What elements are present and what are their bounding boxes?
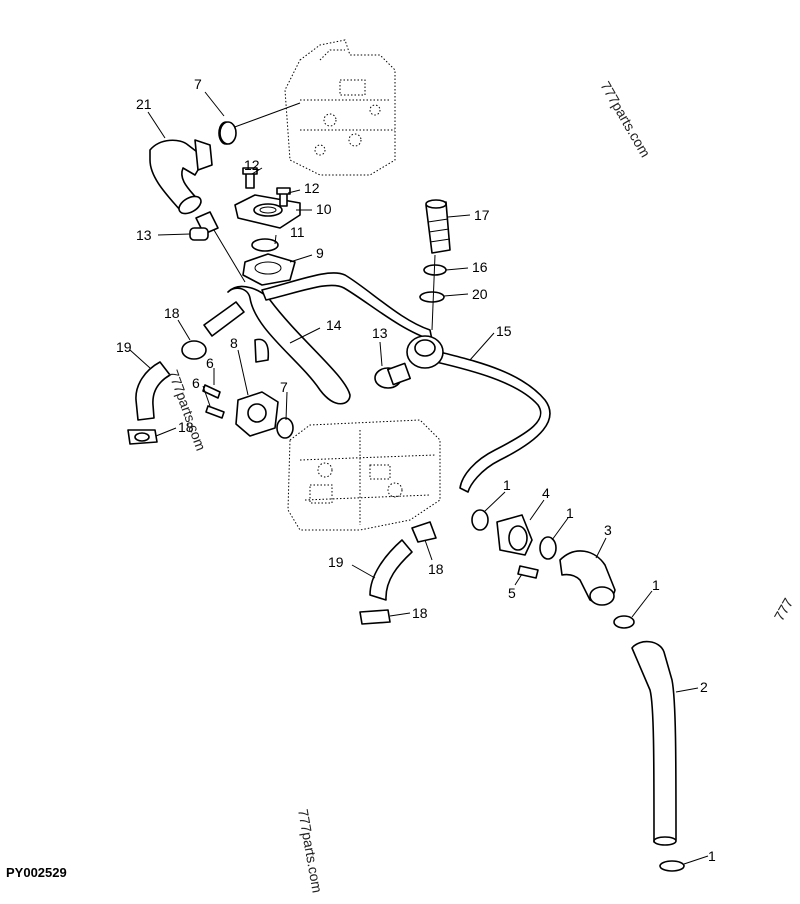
watermark-partial: 777: [771, 595, 797, 623]
clamp-18-lower: [359, 609, 391, 625]
callout-18-left-bottom: 18: [178, 419, 194, 435]
callout-14: 14: [326, 317, 342, 333]
o-ring-7-upper: [219, 121, 237, 145]
bolt-6-a: [202, 384, 221, 399]
callout-6-b: 6: [192, 375, 200, 391]
callout-6-a: 6: [206, 355, 214, 371]
callout-13-right: 13: [372, 325, 388, 341]
leaders: [129, 91, 709, 865]
bolt-6-b: [205, 405, 225, 419]
callout-labels: 21 7 12 12 10 13 11 9 17 16 20 14 15 13 …: [116, 76, 716, 864]
o-ring-1-c: [613, 615, 635, 629]
callout-10: 10: [316, 201, 332, 217]
callout-8: 8: [230, 335, 238, 351]
callout-3: 3: [604, 522, 612, 538]
clamp-18-left-bottom: [127, 429, 158, 445]
callout-12-a: 12: [244, 157, 260, 173]
hose-19-left: [135, 361, 171, 421]
callout-7-upper: 7: [194, 76, 202, 92]
callout-18-mid: 18: [428, 561, 444, 577]
housing-4: [496, 514, 533, 556]
callout-2: 2: [700, 679, 708, 695]
gasket-9: [242, 253, 296, 286]
watermark-left: 777parts.com: [165, 368, 209, 453]
callout-9: 9: [316, 245, 324, 261]
callout-4: 4: [542, 485, 550, 501]
callout-15: 15: [496, 323, 512, 339]
clamp-18-mid: [411, 521, 437, 543]
callout-11: 11: [290, 224, 305, 240]
callout-21: 21: [136, 96, 152, 112]
o-ring-11: [251, 238, 279, 252]
callout-1-d: 1: [708, 848, 716, 864]
elbow-3: [559, 550, 616, 606]
callout-1-a: 1: [503, 477, 511, 493]
bolt-5: [517, 565, 539, 579]
callout-19-lower: 19: [328, 554, 344, 570]
engine-block-lower: [287, 419, 441, 531]
callout-5: 5: [508, 585, 516, 601]
valve-block-upper: [284, 39, 396, 176]
callout-16: 16: [472, 259, 488, 275]
pipe-2: [631, 640, 677, 846]
clamp-13-left: [189, 227, 209, 241]
o-ring-1-b: [539, 536, 557, 560]
o-ring-7-lower: [276, 417, 294, 439]
callout-1-c: 1: [652, 577, 660, 593]
figure-code: PY002529: [6, 865, 67, 880]
callout-20: 20: [472, 286, 488, 302]
tee-fitting: [374, 335, 444, 389]
housing-8: [235, 338, 279, 437]
callout-1-b: 1: [566, 505, 574, 521]
watermark-bottom: 777parts.com: [295, 808, 325, 894]
o-ring-1-a: [471, 509, 489, 531]
watermark-top-right: 777parts.com: [597, 79, 653, 160]
callout-7-lower: 7: [280, 379, 288, 395]
bolt-12-b: [276, 187, 291, 207]
o-ring-1-d: [659, 860, 685, 872]
callout-12-b: 12: [304, 180, 320, 196]
callout-17: 17: [474, 207, 490, 223]
callout-19-left: 19: [116, 339, 132, 355]
clamp-18-left-top: [181, 340, 207, 360]
hose-19-lower: [369, 539, 413, 601]
fitting-17: [425, 199, 451, 254]
callout-18-left-top: 18: [164, 305, 180, 321]
callout-13-left: 13: [136, 227, 152, 243]
o-ring-20: [419, 291, 445, 303]
callout-18-lower: 18: [412, 605, 428, 621]
